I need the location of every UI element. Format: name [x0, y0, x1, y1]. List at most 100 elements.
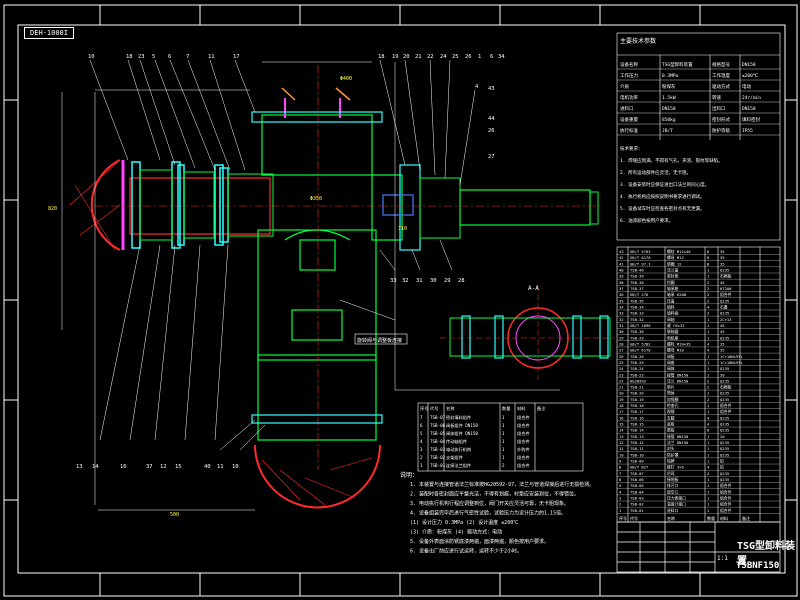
balloon-top: 1: [478, 54, 481, 60]
balloon-top: 17: [233, 54, 240, 60]
small-table-header: 名称: [446, 405, 454, 412]
parts-list-cell: 40: [619, 267, 624, 272]
small-table-cell: 1: [502, 423, 505, 428]
parts-list-cell: 18: [619, 403, 624, 408]
parts-list-cell: 螺栓 M10×35: [667, 341, 691, 346]
parts-list-cell: 挡圈: [667, 280, 675, 285]
balloon-top: 6: [490, 54, 493, 60]
parts-list-cell: TSB-14: [630, 428, 644, 433]
small-table-cell: 1: [502, 431, 505, 436]
notes-line: 1. 本装置与连接管道法兰标准按HG20592-97，法兰与管道焊接后进行无损检…: [410, 481, 594, 488]
small-table-cell: 电动执行机构: [446, 446, 471, 453]
parts-list-cell: 19: [619, 397, 624, 402]
parts-list-cell: 35: [720, 341, 725, 346]
parts-list-cell: GB/T 276: [630, 292, 649, 297]
dimension-text: 710: [398, 226, 407, 232]
parts-list-cell: 29: [619, 335, 624, 340]
parts-list-cell: TSB-33: [630, 311, 644, 316]
tech-table-cell: 粉煤灰: [662, 83, 676, 90]
parts-list-cell: 4: [707, 422, 710, 427]
parts-list-cell: Q235: [720, 335, 729, 340]
balloon-top: 6: [168, 54, 171, 60]
balloon-top: 24: [440, 54, 447, 60]
balloon-side: 44: [488, 116, 495, 122]
balloon-bottom: 31: [416, 278, 423, 284]
small-table-header: 备注: [537, 405, 546, 412]
tech-table-remark: 1. 焊缝应饱满，不得有气孔、夹渣、裂纹等缺陷。: [620, 157, 723, 164]
parts-list-cell: Q235: [720, 311, 729, 316]
balloon-top: 21: [415, 54, 422, 60]
parts-list-cell: 35: [720, 249, 725, 254]
parts-list-cell: TSB-19: [630, 397, 644, 402]
parts-list-cell: 联轴器: [667, 329, 679, 334]
parts-list-footer: 备注: [742, 515, 750, 521]
title-block-frame: [616, 521, 781, 573]
parts-list-cell: 4: [707, 465, 710, 470]
parts-list-cell: Q235: [720, 452, 729, 457]
balloon-top: 4: [475, 84, 479, 90]
parts-list-cell: 1: [707, 440, 710, 445]
small-table-cell: 5: [420, 431, 423, 436]
parts-list-cell: HG20592: [630, 378, 646, 383]
parts-list-cell: 10: [619, 452, 624, 457]
parts-list-cell: 1: [707, 354, 710, 359]
leader-lines: [89, 59, 476, 451]
tech-table-cell: DN150: [662, 106, 676, 112]
parts-list-cell: 阀体: [667, 366, 675, 371]
parts-list-cell: 7: [619, 471, 621, 476]
small-table-cell: 组合件: [517, 414, 530, 421]
parts-list-cell: 4: [707, 341, 710, 346]
small-table-header: 代号: [430, 405, 438, 412]
section-label: A-A: [528, 285, 539, 292]
parts-list-cell: 1: [619, 508, 622, 513]
small-table-cell: 组合件: [517, 430, 530, 437]
parts-list-cell: 加强圈: [667, 397, 679, 402]
balloon-side: 26: [488, 128, 495, 134]
small-table-cell: 阀板组件 DN150: [446, 422, 478, 429]
parts-list-cell: 1: [707, 335, 710, 340]
parts-list-cell: 填料: [667, 304, 675, 309]
parts-list-cell: 1: [707, 274, 710, 279]
balloon-bottom: 37: [146, 464, 153, 470]
notes-line: 4. 设备组装完毕后进行气密性试验，试验压力为设计压力的1.15倍。: [410, 510, 566, 517]
parts-list-cell: 1: [707, 459, 710, 464]
tech-table-remark: 2. 所有运动部件应灵活，无卡阻。: [620, 169, 691, 176]
parts-list-cell: 压力表接口: [667, 496, 686, 501]
parts-list-cell: TSB-04: [630, 489, 644, 494]
parts-list-cell: 1: [707, 477, 710, 482]
parts-list-cell: 1: [707, 317, 710, 322]
parts-list-cell: 法兰 DN150: [667, 378, 689, 383]
small-table-cell: 阀体组件 DN150: [446, 430, 478, 437]
parts-list-cell: 1: [707, 446, 710, 451]
parts-list-cell: 视镜: [667, 409, 675, 414]
balloon-top: 7: [186, 54, 189, 60]
balloon-top: 25: [452, 54, 459, 60]
tech-table-cell: 1.5kW: [662, 95, 676, 101]
tech-table-cell: 介质: [620, 83, 629, 90]
parts-list-cell: 1: [707, 329, 710, 334]
balloon-bottom: 40: [204, 464, 211, 470]
parts-list-cell: 28: [619, 341, 624, 346]
section-view-a-a: [440, 285, 615, 380]
balloon-top: 34: [498, 54, 505, 60]
balloon-bottom: 33: [390, 278, 397, 284]
parts-list-cell: 1: [707, 360, 710, 365]
parts-list-cell: 进料口: [667, 508, 679, 513]
tech-table-cell: 0.3MPa: [662, 73, 679, 79]
tech-table-remark: 技术要求：: [620, 145, 643, 152]
tech-table-remark: 3. 设备安装时应保证进出口法兰的同心度。: [620, 181, 709, 188]
parts-list-cell: 检查孔: [667, 403, 679, 408]
tech-table-cell: 24r/min: [742, 95, 761, 101]
parts-list-cell: 39: [619, 274, 624, 279]
tech-table-heading: 主要技术参数: [620, 37, 656, 45]
small-table-cell: 外购件: [517, 446, 530, 453]
parts-list-cell: TSB-35: [630, 298, 644, 303]
parts-list-cell: 阀轴: [667, 317, 675, 322]
balloon-bottom: 32: [402, 278, 409, 284]
parts-list-cell: TSB-20: [630, 391, 644, 396]
parts-list-cell: 螺母 M12: [667, 255, 684, 260]
tech-table-cell: DN150: [742, 62, 756, 68]
parts-list-cell: TSB-34: [630, 304, 644, 309]
parts-list-cell: 8: [707, 255, 710, 260]
